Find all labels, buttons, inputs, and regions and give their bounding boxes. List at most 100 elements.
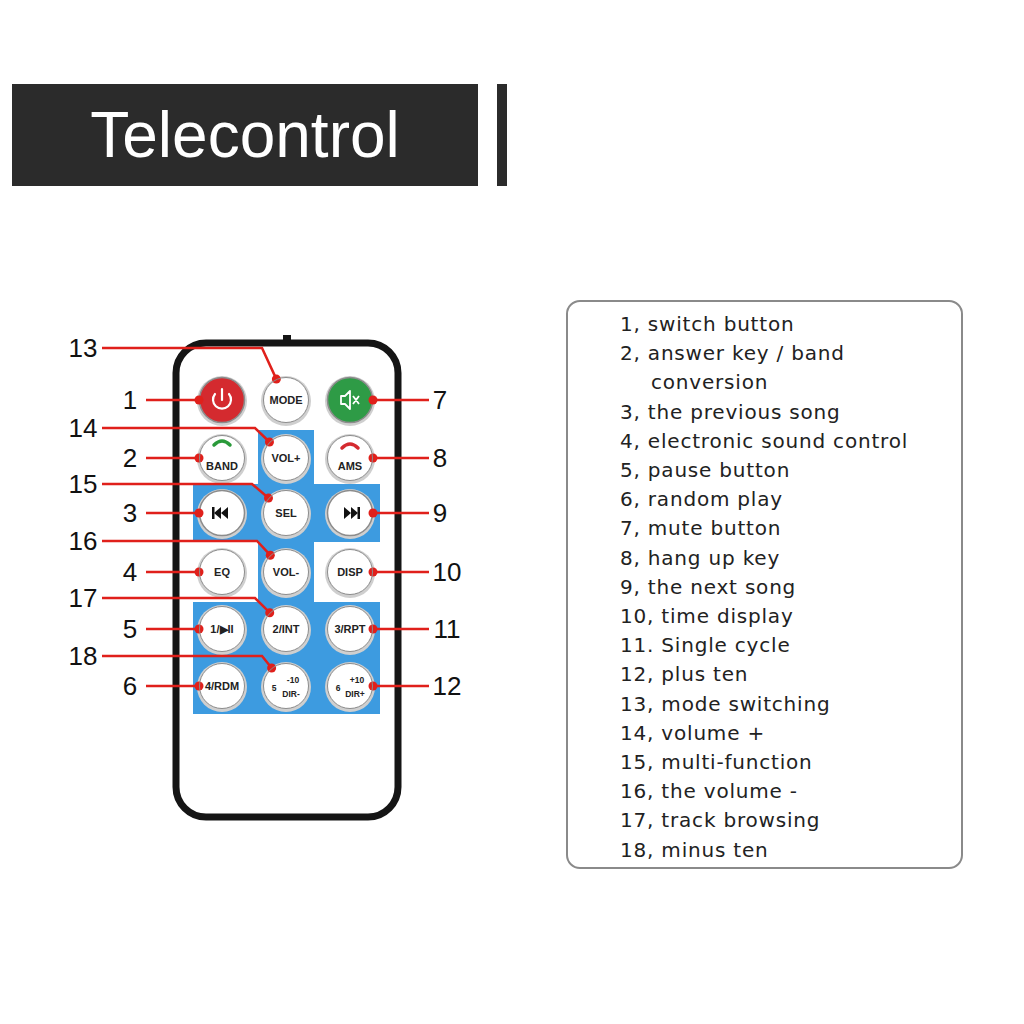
callout-number: 17 [69, 583, 98, 614]
next-button [328, 491, 373, 536]
callout-number: 9 [433, 498, 447, 529]
callout-number: 5 [123, 614, 137, 645]
remote-button: MODE [263, 377, 309, 423]
prev-symbol [212, 507, 228, 519]
callout-number: 6 [123, 671, 137, 702]
button-label: 4/RDM [205, 680, 239, 692]
leader-dot [369, 454, 378, 463]
remote-body [176, 343, 398, 817]
leader-line [146, 399, 199, 402]
callout-number: 11 [434, 614, 461, 645]
callout-number: 12 [433, 671, 462, 702]
leader-line [373, 512, 429, 515]
mute-symbol [341, 391, 359, 409]
button-label: SEL [275, 507, 296, 519]
button-label: EQ [214, 566, 230, 578]
leader-line [146, 571, 199, 574]
remote-button: BAND [199, 435, 245, 481]
leader-dot [272, 375, 281, 384]
title-text: Telecontrol [90, 98, 400, 172]
button-label: MODE [270, 394, 303, 406]
legend-line: 9, the next song [620, 573, 796, 602]
mute-button [328, 378, 373, 423]
button-label: AMS [338, 460, 362, 472]
button-label: DIR- [282, 690, 299, 699]
leader-dot [195, 396, 204, 405]
leader-dot [369, 568, 378, 577]
button-label: 6 [336, 684, 341, 693]
button-label: VOL- [273, 566, 299, 578]
button-shadows [197, 376, 375, 712]
leader-line [146, 685, 199, 688]
answer-phone-icon [214, 441, 230, 445]
callout-number: 8 [433, 443, 447, 474]
button-panel [193, 430, 380, 714]
button-label: 2/INT [273, 623, 300, 635]
callout-number: 2 [123, 443, 137, 474]
legend-line: 8, hang up key [620, 544, 780, 573]
legend-line: 3, the previous song [620, 398, 841, 427]
button-label: 1/▶II [210, 623, 233, 635]
leader-dot [267, 664, 276, 673]
remote-button: 4/RDM [199, 663, 245, 709]
leader-dot [369, 625, 378, 634]
callout-number: 1 [123, 385, 137, 416]
legend-line: 18, minus ten [620, 836, 769, 865]
legend-line: 12, plus ten [620, 660, 748, 689]
button-label: DISP [337, 566, 363, 578]
remote-button: VOL+ [263, 435, 309, 481]
button-label: BAND [206, 460, 238, 472]
legend-panel: 1, switch button2, answer key / band con… [566, 300, 963, 869]
leader-line [102, 428, 269, 442]
leader-dot [369, 682, 378, 691]
leader-line [146, 457, 199, 460]
button-label: 5 [272, 684, 277, 693]
remote-button: DISP [327, 549, 373, 595]
leader-line [373, 571, 429, 574]
callout-number: 4 [123, 557, 137, 588]
leader-dot [369, 396, 378, 405]
remote-button: 5 -10DIR- [263, 663, 309, 709]
remote-button: 1/▶II [199, 606, 245, 652]
leader-dot [265, 438, 274, 447]
leader-dot [265, 608, 274, 617]
leader-line [373, 457, 429, 460]
prev-button [200, 491, 245, 536]
remote-button: 6 +10DIR+ [327, 663, 373, 709]
legend-line: 5, pause button [620, 456, 790, 485]
button-label: VOL+ [271, 452, 300, 464]
legend-line: 14, volume + [620, 719, 765, 748]
leader-line [102, 484, 269, 498]
button-label: -10 [287, 676, 299, 685]
power-button [200, 378, 245, 423]
legend-line: 2, answer key / band conversion [620, 339, 951, 397]
leader-line [373, 628, 429, 631]
legend-line: 7, mute button [620, 514, 781, 543]
legend-line: 11. Single cycle [620, 631, 791, 660]
callout-number: 7 [433, 385, 447, 416]
remote-button: 3/RPT [327, 606, 373, 652]
hangup-phone-icon [342, 444, 358, 448]
remote-button: SEL [263, 490, 309, 536]
callout-number: 10 [433, 557, 462, 588]
leader-dot [195, 454, 204, 463]
leader-dot [266, 551, 275, 560]
remote-button: AMS [327, 435, 373, 481]
callout-number: 16 [69, 526, 98, 557]
legend-line: 10, time display [620, 602, 794, 631]
leader-dot [195, 568, 204, 577]
button-label: DIR+ [345, 690, 365, 699]
leader-line [102, 656, 272, 668]
callout-number: 18 [69, 641, 98, 672]
legend-line: 13, mode switching [620, 690, 830, 719]
callout-number: 13 [69, 333, 98, 364]
legend-line: 1, switch button [620, 310, 794, 339]
title-bar [497, 84, 507, 186]
leader-line [102, 348, 276, 379]
leader-line [146, 512, 199, 515]
leader-line [373, 685, 429, 688]
next-symbol [344, 507, 360, 519]
callout-number: 15 [69, 469, 98, 500]
leader-dot [195, 625, 204, 634]
button-label: +10 [350, 676, 364, 685]
